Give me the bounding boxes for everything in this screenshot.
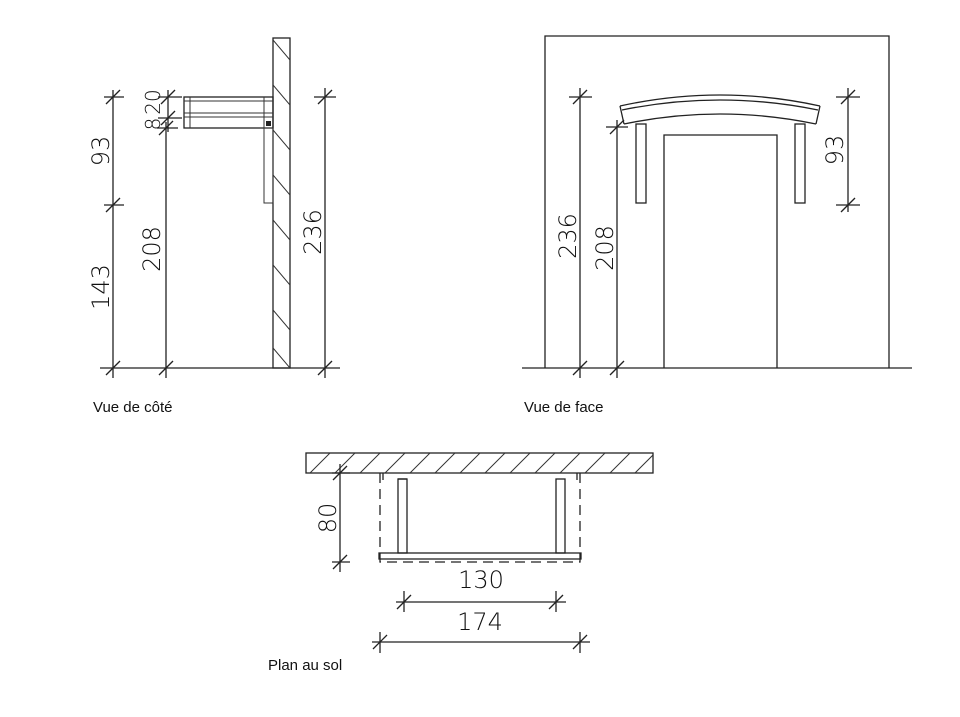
face-view-caption: Vue de face: [524, 399, 604, 416]
face-view: 236 208 93 Vue de face: [522, 35, 912, 416]
side-dim-small-line: [158, 89, 182, 132]
side-dim-8: 8: [141, 118, 165, 131]
face-dim-236-line: [569, 88, 592, 378]
face-door: [663, 134, 778, 368]
side-dim-236: 236: [299, 209, 327, 255]
side-dim-chain-left: [104, 89, 124, 378]
side-view-caption: Vue de côté: [93, 399, 173, 416]
side-dim-143: 143: [87, 264, 115, 310]
plan-canopy: [378, 473, 582, 563]
face-dim-208-line: [606, 119, 628, 378]
plan-dim-174: 174: [457, 608, 503, 636]
face-dim-93-line: [836, 88, 860, 213]
face-bracket-right: [794, 123, 806, 204]
side-dim-93: 93: [87, 136, 115, 167]
plan-dim-80: 80: [314, 503, 342, 534]
face-canopy: [619, 94, 821, 125]
side-wall-hatching: [273, 39, 290, 368]
side-view: 93 143 208 20 8 236 Vue de côté: [87, 37, 340, 416]
plan-dim-80-line: [332, 464, 350, 572]
plan-dim-130: 130: [458, 566, 504, 594]
face-bracket-left: [635, 123, 647, 204]
plan-view-caption: Plan au sol: [268, 657, 342, 674]
plan-view: 80 130 174 Plan au sol: [268, 452, 654, 674]
side-dim-208: 208: [138, 226, 166, 272]
face-dim-208: 208: [591, 225, 619, 271]
side-dim-236-line: [314, 88, 336, 378]
face-dim-236: 236: [554, 213, 582, 259]
plan-wall-hatching: [309, 453, 653, 473]
plan-dim-130-line: [396, 591, 566, 612]
face-dim-93: 93: [821, 135, 849, 166]
side-canopy: [183, 96, 274, 204]
plan-wall: [305, 452, 654, 474]
face-wall-outline: [544, 35, 890, 368]
side-dim-20: 20: [141, 89, 165, 114]
plan-dim-174-line: [372, 632, 590, 653]
